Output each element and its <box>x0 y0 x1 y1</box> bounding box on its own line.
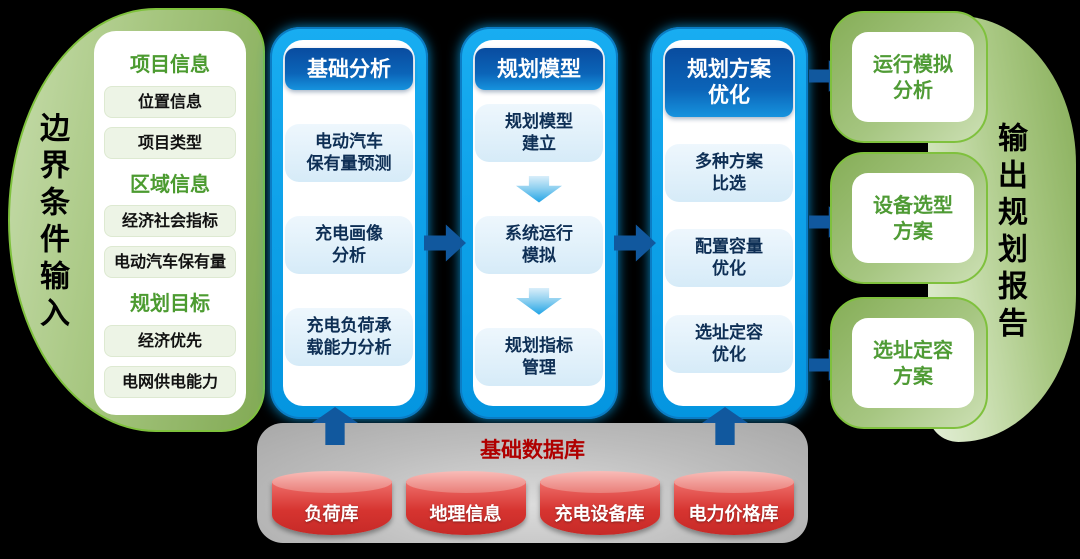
step-multi-scheme-comparison: 多种方案 比选 <box>665 143 793 202</box>
column-plan-optimization-card: 规划方案 优化 多种方案 比选 配置容量 优化 选址定容 优化 <box>663 40 795 406</box>
database-label-electricity-price: 电力价格库 <box>688 504 779 525</box>
step-charging-load-capacity-analysis: 充电负荷承 载能力分析 <box>285 308 413 367</box>
column-planning-model-steps: 规划模型 建立 系统运行 模拟 规划指标 管理 <box>475 90 603 400</box>
step-system-operation-simulation: 系统运行 模拟 <box>475 216 603 275</box>
output-box-operation-simulation: 运行模拟 分析 <box>830 11 988 143</box>
arrow-down-icon <box>516 175 562 203</box>
input-item-ev-ownership: 电动汽车保有量 <box>104 246 236 279</box>
output-label-siting-sizing: 选址定容 方案 <box>852 318 974 408</box>
step-siting-sizing-optimization: 选址定容 优化 <box>665 314 793 373</box>
column-basic-analysis-title: 基础分析 <box>285 48 413 91</box>
step-model-building: 规划模型 建立 <box>475 103 603 162</box>
column-plan-optimization: 规划方案 优化 多种方案 比选 配置容量 优化 选址定容 优化 <box>650 27 808 419</box>
output-report-vertical-label: 输出规划报告 <box>992 122 1027 344</box>
step-capacity-configuration-optimization: 配置容量 优化 <box>665 229 793 288</box>
step-planning-index-management: 规划指标 管理 <box>475 328 603 387</box>
database-label-charging-equipment: 充电设备库 <box>554 504 645 525</box>
input-item-socioeconomic-index: 经济社会指标 <box>104 205 236 238</box>
database-icon <box>539 471 660 493</box>
column-planning-model-card: 规划模型 规划模型 建立 系统运行 模拟 规划指标 管理 <box>473 40 605 406</box>
input-item-economy-first: 经济优先 <box>104 325 236 358</box>
input-card: 项目信息 位置信息 项目类型 区域信息 经济社会指标 电动汽车保有量 规划目标 … <box>94 31 246 415</box>
step-charging-profile-analysis: 充电画像 分析 <box>285 216 413 275</box>
output-box-siting-sizing: 选址定容 方案 <box>830 297 988 429</box>
section-heading-planning-goal: 规划目标 <box>130 291 210 316</box>
database-cylinder-load: 负荷库 <box>271 471 392 535</box>
database-cylinder-charging-equipment: 充电设备库 <box>539 471 660 535</box>
column-planning-model-title: 规划模型 <box>475 48 603 91</box>
column-basic-analysis-steps: 电动汽车 保有量预测 充电画像 分析 充电负荷承 载能力分析 <box>285 90 413 400</box>
column-plan-optimization-title: 规划方案 优化 <box>665 48 793 117</box>
database-icon <box>405 471 526 493</box>
database-label-geographic: 地理信息 <box>429 504 502 525</box>
section-heading-project-info: 项目信息 <box>130 51 210 76</box>
arrow-down-icon <box>516 287 562 315</box>
database-cylinder-geographic: 地理信息 <box>405 471 526 535</box>
column-plan-optimization-steps: 多种方案 比选 配置容量 优化 选址定容 优化 <box>665 117 793 401</box>
column-basic-analysis: 基础分析 电动汽车 保有量预测 充电画像 分析 充电负荷承 载能力分析 <box>270 27 428 419</box>
database-row: 负荷库 地理信息 充电设备库 电力价格库 <box>257 471 808 535</box>
input-item-grid-supply-capacity: 电网供电能力 <box>104 366 236 399</box>
output-box-equipment-selection: 设备选型 方案 <box>830 152 988 284</box>
database-cylinder-electricity-price: 电力价格库 <box>673 471 794 535</box>
base-database-title: 基础数据库 <box>480 438 585 462</box>
section-heading-region-info: 区域信息 <box>130 171 210 196</box>
column-basic-analysis-card: 基础分析 电动汽车 保有量预测 充电画像 分析 充电负荷承 载能力分析 <box>283 40 415 406</box>
output-label-operation-simulation: 运行模拟 分析 <box>852 32 974 122</box>
database-icon <box>673 471 794 493</box>
input-item-location-info: 位置信息 <box>104 85 236 118</box>
database-icon <box>271 471 392 493</box>
output-label-equipment-selection: 设备选型 方案 <box>852 173 974 263</box>
step-ev-ownership-forecast: 电动汽车 保有量预测 <box>285 124 413 183</box>
boundary-input-vertical-label: 边界条件输入 <box>34 112 69 334</box>
column-planning-model: 规划模型 规划模型 建立 系统运行 模拟 规划指标 管理 <box>460 27 618 419</box>
database-label-load: 负荷库 <box>304 504 359 525</box>
input-item-project-type: 项目类型 <box>104 126 236 159</box>
